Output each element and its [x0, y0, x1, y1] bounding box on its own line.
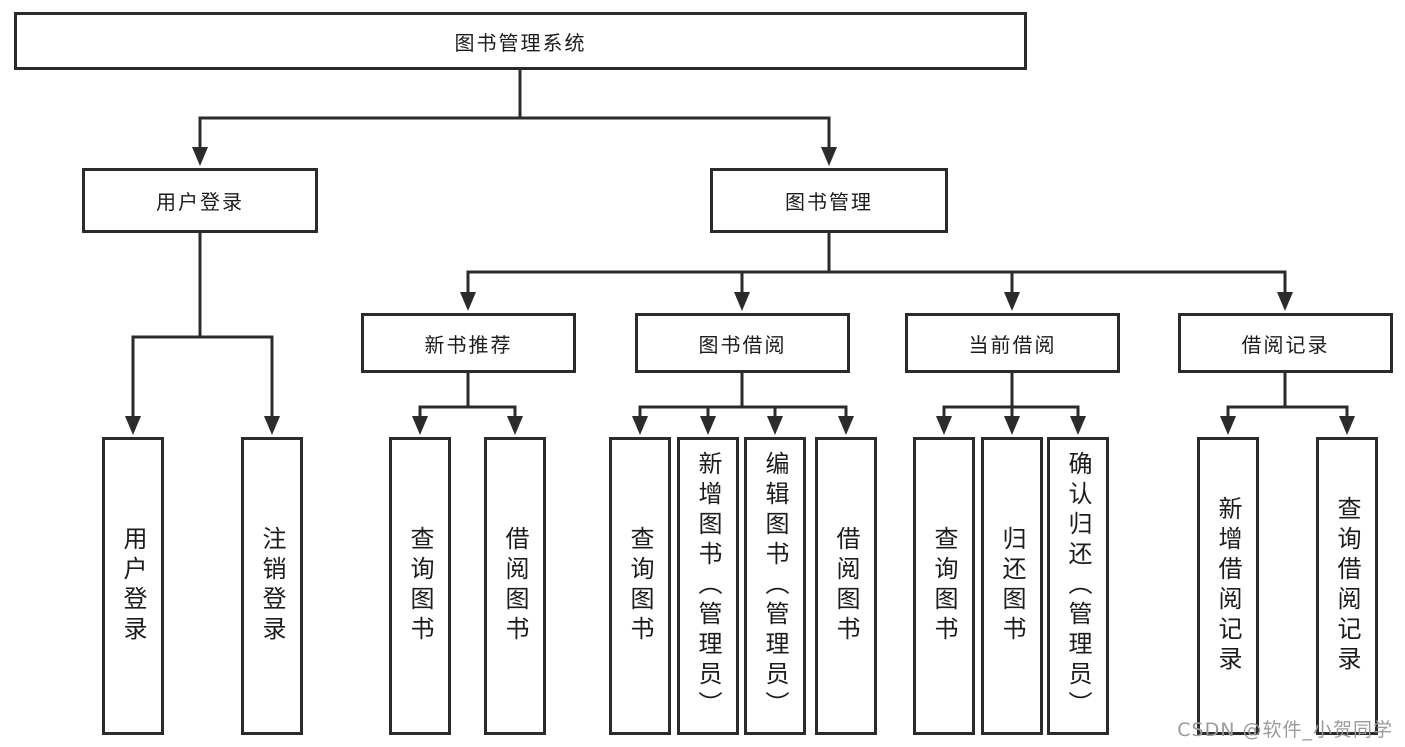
node-borrow-records: 借阅记录 [1178, 313, 1393, 373]
leaf-user-login: 用户登录 [102, 437, 164, 735]
arrowhead-icon [1070, 416, 1086, 435]
node-label: 图书管理 [785, 190, 873, 214]
node-user-login: 用户登录 [82, 168, 318, 233]
node-label: 借阅记录 [1241, 332, 1330, 357]
arrowhead-icon [125, 416, 141, 435]
arrowhead-icon [936, 416, 952, 435]
leaf-add-borrow-record: 新增借阅记录 [1197, 437, 1259, 735]
node-label: 归还图书 [998, 526, 1026, 646]
arrowhead-icon [821, 147, 837, 166]
node-book-management: 图书管理 [710, 168, 948, 233]
node-label: 查询图书 [406, 526, 434, 646]
node-label: 图书借阅 [698, 332, 787, 357]
node-label: 注销登录 [258, 526, 286, 646]
node-book-system: 图书管理系统 [14, 12, 1027, 70]
node-label: 用户登录 [119, 526, 147, 646]
arrowhead-icon [1220, 416, 1236, 435]
node-label: 用户登录 [156, 190, 244, 214]
node-label: 新书推荐 [424, 332, 513, 357]
leaf-query-books-recommend: 查询图书 [389, 437, 451, 735]
node-label: 借阅图书 [832, 526, 860, 646]
arrowhead-icon [734, 292, 750, 311]
arrowhead-icon [838, 416, 854, 435]
arrowhead-icon [1004, 416, 1020, 435]
node-current-borrow: 当前借阅 [905, 313, 1120, 373]
leaf-query-borrow-record: 查询借阅记录 [1316, 437, 1378, 735]
leaf-query-books-borrow: 查询图书 [609, 437, 671, 735]
leaf-confirm-return-admin: 确认归还（管理员） [1047, 437, 1109, 735]
node-label: 查询借阅记录 [1333, 496, 1361, 676]
arrowhead-icon [264, 416, 280, 435]
arrowhead-icon [1004, 292, 1020, 311]
arrowhead-icon [632, 416, 648, 435]
leaf-logout: 注销登录 [241, 437, 303, 735]
node-label: 图书管理系统 [454, 30, 587, 55]
arrowhead-icon [412, 416, 428, 435]
node-label: 查询图书 [626, 526, 654, 646]
node-label: 借阅图书 [501, 526, 529, 646]
arrowhead-icon [192, 147, 208, 166]
arrowhead-icon [700, 416, 716, 435]
arrowhead-icon [767, 416, 783, 435]
arrowhead-icon [1277, 292, 1293, 311]
leaf-edit-book-admin: 编辑图书（管理员） [744, 437, 806, 735]
node-label: 查询图书 [930, 526, 958, 646]
arrowhead-icon [507, 416, 523, 435]
node-book-borrow: 图书借阅 [635, 313, 850, 373]
node-label: 新增图书（管理员） [694, 451, 722, 721]
node-label: 当前借阅 [968, 332, 1057, 357]
csdn-watermark: CSDN @软件_小贺同学 [1177, 719, 1393, 741]
arrowhead-icon [1339, 416, 1355, 435]
node-new-book-recommend: 新书推荐 [361, 313, 576, 373]
arrowhead-icon [460, 292, 476, 311]
leaf-add-book-admin: 新增图书（管理员） [677, 437, 739, 735]
node-label: 新增借阅记录 [1214, 496, 1242, 676]
node-label: 确认归还（管理员） [1064, 451, 1092, 721]
leaf-borrow-books-recommend: 借阅图书 [484, 437, 546, 735]
leaf-return-book: 归还图书 [981, 437, 1043, 735]
node-label: 编辑图书（管理员） [761, 451, 789, 721]
leaf-borrow-books-borrow: 借阅图书 [815, 437, 877, 735]
leaf-query-books-current: 查询图书 [913, 437, 975, 735]
